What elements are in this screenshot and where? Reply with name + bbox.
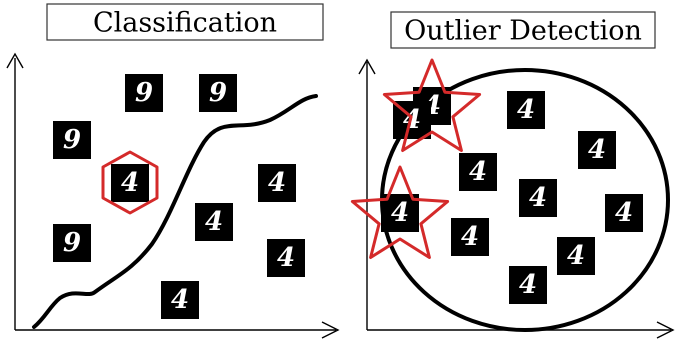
right-digit-glyph: 4	[588, 135, 606, 165]
left-digit-tile: 9	[125, 74, 163, 112]
left-digit-glyph: 9	[63, 125, 81, 155]
right-digit-glyph: 4	[403, 105, 421, 135]
left-digit-tile-background	[199, 74, 237, 112]
left-digit-glyph: 9	[209, 78, 227, 108]
right-digit-tile-background	[557, 237, 595, 275]
right-x-axis-arrowhead	[656, 321, 675, 339]
left-digit-tile: 9	[53, 121, 91, 159]
left-digit-tile: 4	[258, 164, 296, 202]
right-digit-glyph: 4	[529, 183, 547, 213]
classification-title: Classification	[93, 8, 277, 39]
right-digit-glyph: 4	[519, 270, 537, 300]
left-digit-tile-background	[267, 239, 305, 277]
right-digit-tile: 4	[557, 237, 595, 275]
left-digit-tile-background	[53, 224, 91, 262]
left-digit-glyph: 9	[63, 228, 81, 258]
classification-title-box	[46, 3, 324, 41]
right-digit-tile-background	[509, 266, 547, 304]
right-digit-tile-background	[459, 153, 497, 191]
left-digit-tile: 4	[161, 281, 199, 319]
right-digit-tile: 4	[451, 218, 489, 256]
right-digit-glyph: 4	[469, 157, 487, 187]
misclassified-hexagon-marker	[101, 150, 159, 215]
right-digit-tile-background	[578, 131, 616, 169]
left-y-axis-arrowhead	[6, 52, 24, 69]
right-digit-tile-background	[519, 179, 557, 217]
right-digit-tile: 4	[507, 91, 545, 129]
right-digit-glyph: 4	[517, 95, 535, 125]
left-digit-tile: 4	[195, 203, 233, 241]
left-digit-tile-background	[111, 164, 149, 202]
right-digit-tile: 4	[578, 131, 616, 169]
left-digit-glyph: 4	[171, 285, 189, 315]
right-digit-glyph: 4	[615, 198, 633, 228]
right-digit-tile-background	[507, 91, 545, 129]
right-digit-glyph: 4	[461, 222, 479, 252]
outlier-detection-title: Outlier Detection	[404, 16, 642, 47]
right-digit-glyph: 4	[391, 198, 409, 228]
right-digit-tile-background	[605, 194, 643, 232]
right-digit-tile: 4	[509, 266, 547, 304]
left-digit-tile-background	[258, 164, 296, 202]
left-digit-glyph: 4	[121, 168, 139, 198]
right-y-axis-arrowhead	[358, 58, 376, 75]
left-digit-tile: 9	[199, 74, 237, 112]
left-digit-tile-background	[53, 121, 91, 159]
left-digit-glyph: 4	[205, 207, 223, 237]
right-digit-tile: 4	[459, 153, 497, 191]
right-digit-glyph: 4	[567, 241, 585, 271]
left-digit-tile-background	[161, 281, 199, 319]
right-digit-tile-background	[451, 218, 489, 256]
left-x-axis-arrowhead	[321, 321, 340, 339]
left-digit-tile: 9	[53, 224, 91, 262]
outlier-star-marker	[350, 165, 450, 259]
outlier-star-marker	[382, 58, 482, 152]
classification-panel: Classification 9 9 9 4 9 4 4 4 4	[6, 3, 340, 339]
left-digit-glyph: 4	[268, 168, 286, 198]
left-digit-glyph: 9	[135, 78, 153, 108]
left-digit-tile: 4	[111, 164, 149, 202]
left-digit-tile: 4	[267, 239, 305, 277]
right-digit-tile: 4	[605, 194, 643, 232]
decision-boundary-curve	[32, 94, 318, 329]
left-digit-glyph: 4	[277, 243, 295, 273]
outlier-detection-title-box	[390, 11, 656, 49]
left-digit-tile-background	[195, 203, 233, 241]
left-digit-tile-background	[125, 74, 163, 112]
right-digit-tile: 4	[519, 179, 557, 217]
